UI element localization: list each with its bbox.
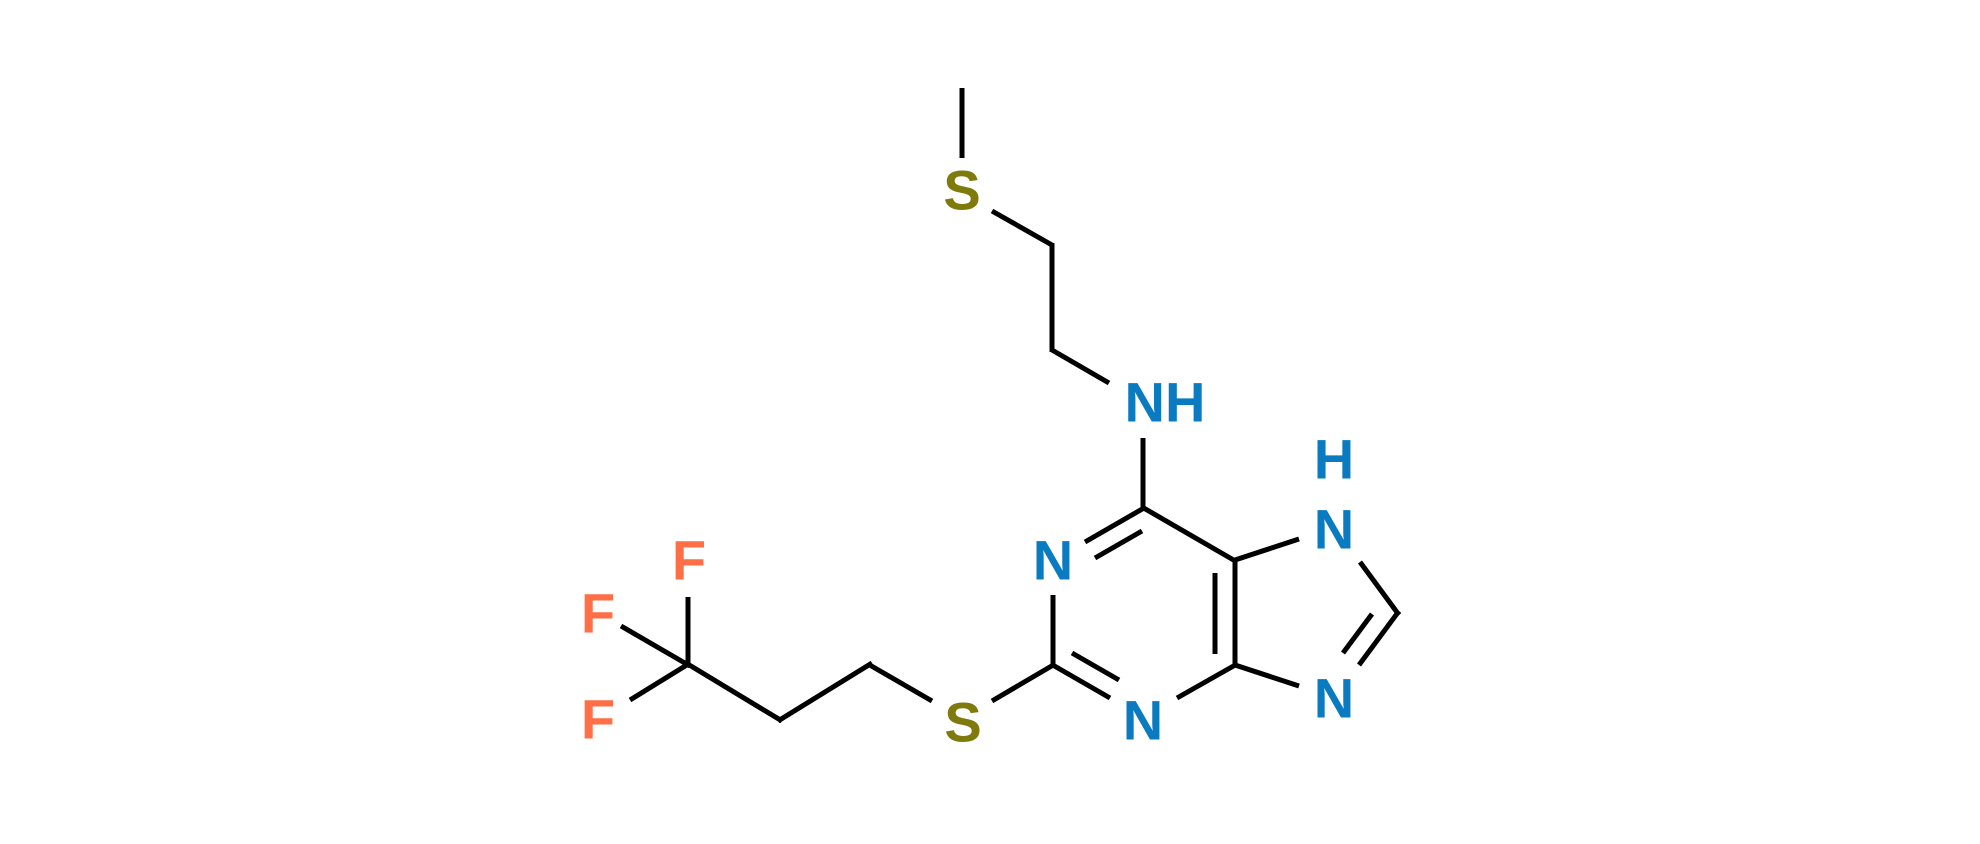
atom-label-n1: N: [1033, 529, 1073, 592]
bond-CH2-CH2b: [776, 660, 874, 724]
atom-label-n9: N: [1314, 667, 1354, 730]
bond-C8-N9: [1356, 609, 1402, 667]
atom-label-f2: F: [581, 582, 615, 645]
atom-label-f1: F: [672, 529, 706, 592]
atom-label-s1: S: [943, 159, 980, 222]
bond-C4-N9: [1234, 662, 1300, 689]
bond-C6-N1-inner: [1093, 528, 1144, 561]
bond-S2-CH2: [866, 661, 934, 704]
bonds-group: [619, 88, 1402, 724]
atom-label-n7: N: [1314, 498, 1354, 561]
bond-C5-N7: [1234, 536, 1300, 563]
bond-CH2-CF3: [684, 660, 784, 724]
bond-C2-S2: [990, 661, 1057, 704]
bond-C8-N9-inner: [1340, 612, 1375, 655]
bond-N7-C8: [1357, 560, 1402, 617]
bond-C2-N3: [1049, 661, 1112, 701]
bond-C6-C5: [1140, 504, 1239, 565]
bond-CF3-F2: [619, 623, 692, 669]
bond-C2-N3-inner: [1070, 650, 1121, 683]
bond-S-CH2: [990, 208, 1054, 248]
atom-label-s2: S: [944, 691, 981, 754]
bond-C4-N3: [1175, 661, 1239, 701]
atom-label-n3: N: [1123, 689, 1163, 752]
atom-label-nh: NH: [1125, 371, 1206, 434]
atom-label-h7: H: [1314, 428, 1354, 491]
bond-C6-N1: [1083, 505, 1146, 545]
bond-CF3-F3: [628, 660, 692, 703]
atom-label-f3: F: [581, 688, 615, 751]
bond-CH2-NH: [1050, 347, 1111, 386]
